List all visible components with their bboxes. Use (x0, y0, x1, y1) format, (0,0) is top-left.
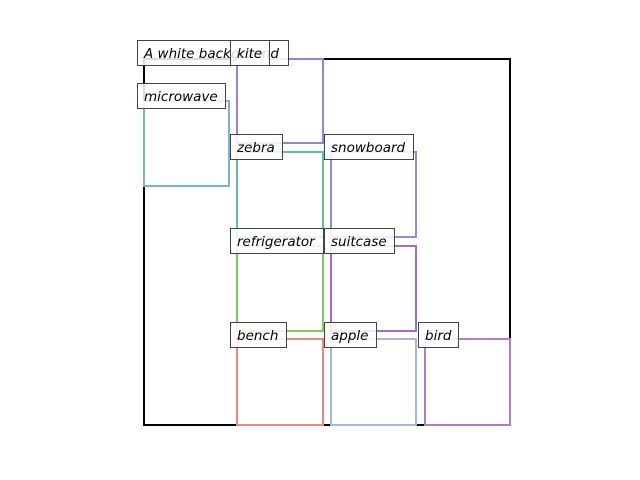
box-suitcase (330, 245, 417, 332)
box-kite (236, 58, 324, 144)
label-zebra: zebra (230, 134, 283, 160)
label-microwave: microwave (137, 83, 226, 109)
label-snowboard: snowboard (324, 134, 414, 160)
box-apple (330, 338, 417, 426)
label-refrigerator: refrigerator (230, 228, 324, 254)
box-refrigerator (236, 245, 324, 332)
box-microwave (143, 100, 230, 187)
label-bird: bird (418, 322, 459, 348)
label-suitcase: suitcase (324, 228, 395, 254)
box-bird (424, 338, 511, 426)
box-bench (236, 338, 324, 426)
label-bench: bench (230, 322, 287, 348)
box-zebra (236, 151, 324, 238)
box-snowboard (330, 151, 417, 238)
label-kite: kite (230, 40, 270, 66)
label-apple: apple (324, 322, 377, 348)
outer-frame (143, 58, 511, 426)
